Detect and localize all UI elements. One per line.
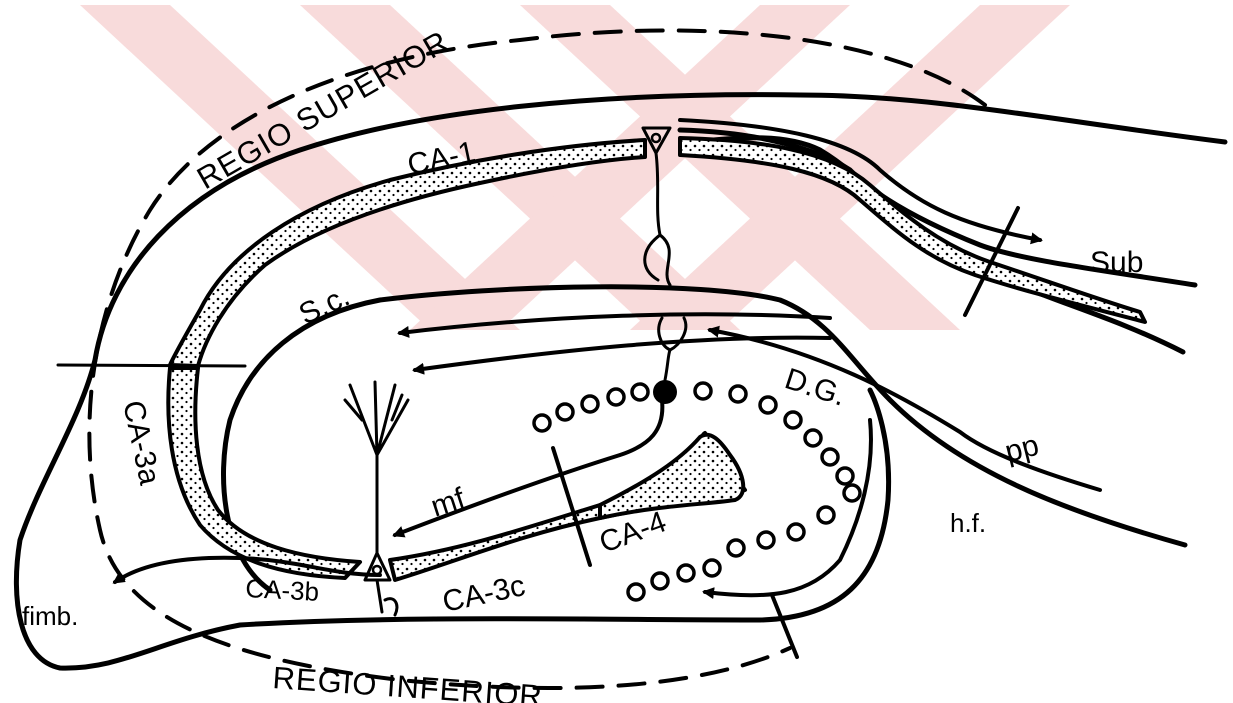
label-sc: S.c.	[294, 280, 355, 332]
label-regio-inferior: REGIO INFERIOR	[272, 660, 544, 703]
ca4-hilus	[600, 435, 743, 518]
label-fimb: fimb.	[22, 601, 78, 631]
label-ca3b: CA-3b	[245, 573, 320, 607]
regio-divider-line	[58, 365, 245, 366]
dg-return-arrow	[705, 420, 871, 595]
label-ca3a: CA-3a	[116, 398, 166, 488]
label-pp: pp	[1002, 429, 1042, 469]
label-ca3c: CA-3c	[440, 569, 528, 619]
label-mf: mf	[427, 482, 470, 524]
label-hf: h.f.	[950, 508, 986, 538]
ca3-band	[168, 368, 360, 578]
label-sub: Sub	[1090, 246, 1143, 279]
hf-cut-line	[772, 595, 797, 657]
